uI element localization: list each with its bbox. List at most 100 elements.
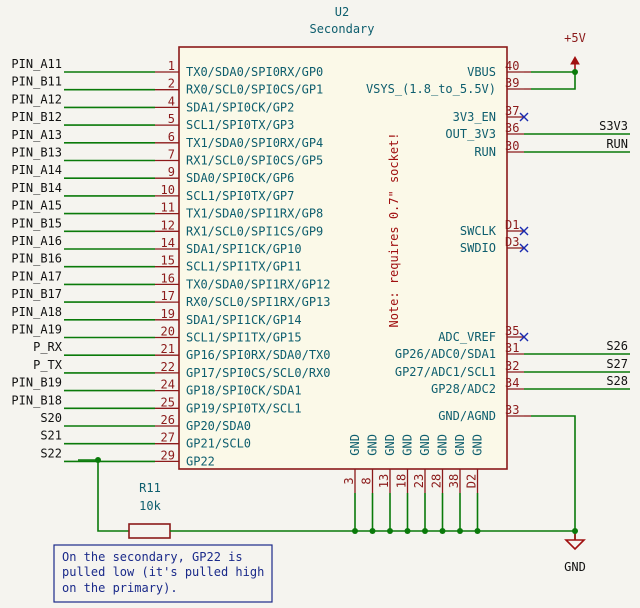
pin-name: GND bbox=[348, 434, 362, 456]
net-label: PIN_A15 bbox=[11, 199, 62, 213]
pin-number: 1 bbox=[168, 59, 175, 73]
pin-name: TX0/SDA0/SPI1RX/GP12 bbox=[186, 277, 331, 291]
pin-number: 22 bbox=[161, 360, 175, 374]
comment-line-3: on the primary). bbox=[62, 581, 178, 595]
pin-name: SCL1/SPI1TX/GP11 bbox=[186, 260, 302, 274]
pin-number: 34 bbox=[505, 376, 519, 390]
pin-number: D3 bbox=[505, 235, 519, 249]
comment-line-1: On the secondary, GP22 is bbox=[62, 550, 243, 564]
no-connect-mark bbox=[519, 243, 529, 253]
pin-number: 28 bbox=[430, 474, 444, 488]
pin-number: 7 bbox=[168, 148, 175, 162]
pin-number: 17 bbox=[161, 289, 175, 303]
s22-resistor-wire[interactable] bbox=[78, 459, 129, 532]
pin-number: 4 bbox=[168, 94, 175, 108]
net-label: S28 bbox=[606, 374, 628, 388]
junction-s22 bbox=[95, 457, 101, 463]
junction-gnd-right bbox=[572, 528, 578, 534]
pin-name: SDA1/SPI0CK/GP2 bbox=[186, 100, 294, 114]
net-label: PIN_B13 bbox=[11, 146, 62, 160]
vbus-vsys-wire[interactable] bbox=[531, 71, 576, 90]
pin-name: SCL1/SPI1TX/GP15 bbox=[186, 331, 302, 345]
pin-name: GND/AGND bbox=[438, 409, 496, 423]
pin-number: 39 bbox=[505, 76, 519, 90]
pin-number: 26 bbox=[161, 413, 175, 427]
pin-name: RX1/SCL0/SPI0CS/GP5 bbox=[186, 154, 323, 168]
net-label: PIN_B15 bbox=[11, 216, 62, 230]
pin-name: RX1/SCL0/SPI1CS/GP9 bbox=[186, 224, 323, 238]
pin-number: 37 bbox=[505, 104, 519, 118]
pin-number: 33 bbox=[505, 403, 519, 417]
power-5v-label: +5V bbox=[564, 31, 586, 45]
pin-number: D2 bbox=[465, 474, 479, 488]
r11-reference: R11 bbox=[139, 481, 161, 495]
net-label: S22 bbox=[40, 446, 62, 460]
resistor-r11[interactable] bbox=[128, 523, 171, 539]
pin-number: 18 bbox=[395, 474, 409, 488]
junction-5v bbox=[572, 69, 578, 75]
u2-body[interactable] bbox=[178, 46, 508, 470]
pin-number: 14 bbox=[161, 236, 175, 250]
pin-name: GP19/SPI0TX/SCL1 bbox=[186, 401, 302, 415]
no-connect-mark bbox=[519, 332, 529, 342]
pin-number: 21 bbox=[161, 342, 175, 356]
pin-name: GND bbox=[453, 434, 467, 456]
left-pin-7[interactable]: 7 RX1/SCL0/SPI0CS/GP5 PIN_B13 bbox=[11, 146, 323, 168]
pin-name: RUN bbox=[474, 145, 496, 159]
ground-symbol[interactable]: GND bbox=[564, 532, 586, 574]
net-label: S3V3 bbox=[599, 119, 628, 133]
net-label: PIN_A19 bbox=[11, 323, 62, 337]
pin-number: 3 bbox=[342, 477, 356, 484]
gnd-agnd-wire[interactable] bbox=[531, 415, 576, 540]
net-label: P_RX bbox=[33, 340, 63, 354]
pin-name: GND bbox=[418, 434, 432, 456]
pin-number: 40 bbox=[505, 59, 519, 73]
power-5v-symbol[interactable]: +5V bbox=[564, 31, 586, 72]
pin-name: TX1/SDA0/SPI1RX/GP8 bbox=[186, 207, 323, 221]
pin-name: GP20/SDA0 bbox=[186, 419, 251, 433]
right-pin-33[interactable]: 33 GND/AGND bbox=[438, 403, 531, 423]
bottom-pin-3[interactable]: GND 3 bbox=[342, 434, 362, 534]
pin-name: SDA0/SPI0CK/GP6 bbox=[186, 171, 294, 185]
pin-number: 13 bbox=[377, 474, 391, 488]
pin-number: D1 bbox=[505, 218, 519, 232]
